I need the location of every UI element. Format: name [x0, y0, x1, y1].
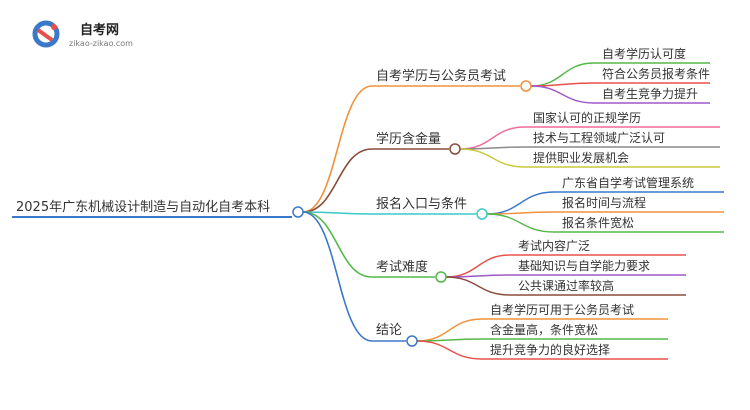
leaf-connector — [459, 148, 526, 168]
branch-hub[interactable] — [406, 335, 418, 347]
leaf-connector — [445, 254, 511, 278]
branch-hub[interactable] — [476, 208, 488, 220]
branch-connector — [302, 148, 373, 213]
leaf-node-label: 考试内容广泛 — [518, 238, 590, 253]
logo-url: zikao-zikao.com — [69, 39, 133, 48]
leaf-connector — [486, 213, 555, 233]
leaf-connector — [416, 318, 483, 342]
logo: 自考网 zikao-zikao.com — [32, 20, 133, 48]
leaf-node-label: 报名条件宽松 — [562, 215, 634, 230]
node-layer: 2025年广东机械设计制造与自动化自考本科 自考学历与公务员考试 自考学历认可度符合… — [16, 46, 710, 357]
leaf-node-label: 国家认可的正规学历 — [533, 110, 641, 125]
leaf-node-label: 自考学历可用于公务员考试 — [490, 302, 634, 317]
leaf-node-label: 基础知识与自学能力要求 — [518, 258, 650, 273]
leaf-node-label: 提升竞争力的良好选择 — [490, 342, 610, 357]
leaf-node-label: 技术与工程领域广泛认可 — [533, 130, 665, 145]
branch-node-label: 学历含金量 — [376, 131, 441, 147]
branch-connector — [302, 85, 373, 213]
leaf-connector — [459, 126, 526, 150]
leaf-connector — [530, 85, 595, 104]
branch-hub[interactable] — [520, 80, 532, 92]
leaf-node-label: 符合公务员报考条件 — [602, 66, 710, 81]
root-node-label: 2025年广东机械设计制造与自动化自考本科 — [16, 200, 270, 215]
logo-icon — [32, 20, 60, 48]
branch-connector — [302, 211, 373, 278]
leaf-node-label: 提供职业发展机会 — [533, 150, 629, 165]
leaf-connector — [486, 191, 555, 215]
branch-hub[interactable] — [435, 271, 447, 283]
branch-connector — [302, 211, 373, 215]
leaf-node-label: 含金量高，条件宽松 — [490, 322, 598, 337]
leaf-node-label: 自考生竞争力提升 — [602, 86, 698, 101]
logo-name: 自考网 — [80, 22, 119, 38]
leaf-node-label: 广东省自学考试管理系统 — [562, 175, 694, 190]
leaf-node-label: 报名时间与流程 — [562, 195, 646, 210]
branch-connector — [302, 211, 373, 342]
branch-hub[interactable] — [449, 143, 461, 155]
branch-node-label: 考试难度 — [376, 259, 428, 275]
connector-layer — [12, 62, 724, 360]
leaf-connector — [416, 340, 483, 360]
branch-node-label: 报名入口与条件 — [376, 196, 467, 212]
branch-node-label: 自考学历与公务员考试 — [376, 68, 506, 84]
branch-node-label: 结论 — [376, 323, 402, 338]
leaf-node-label: 公共课通过率较高 — [518, 278, 614, 293]
leaf-connector — [445, 276, 511, 296]
root-hub[interactable] — [292, 206, 304, 218]
leaf-node-label: 自考学历认可度 — [602, 46, 686, 61]
